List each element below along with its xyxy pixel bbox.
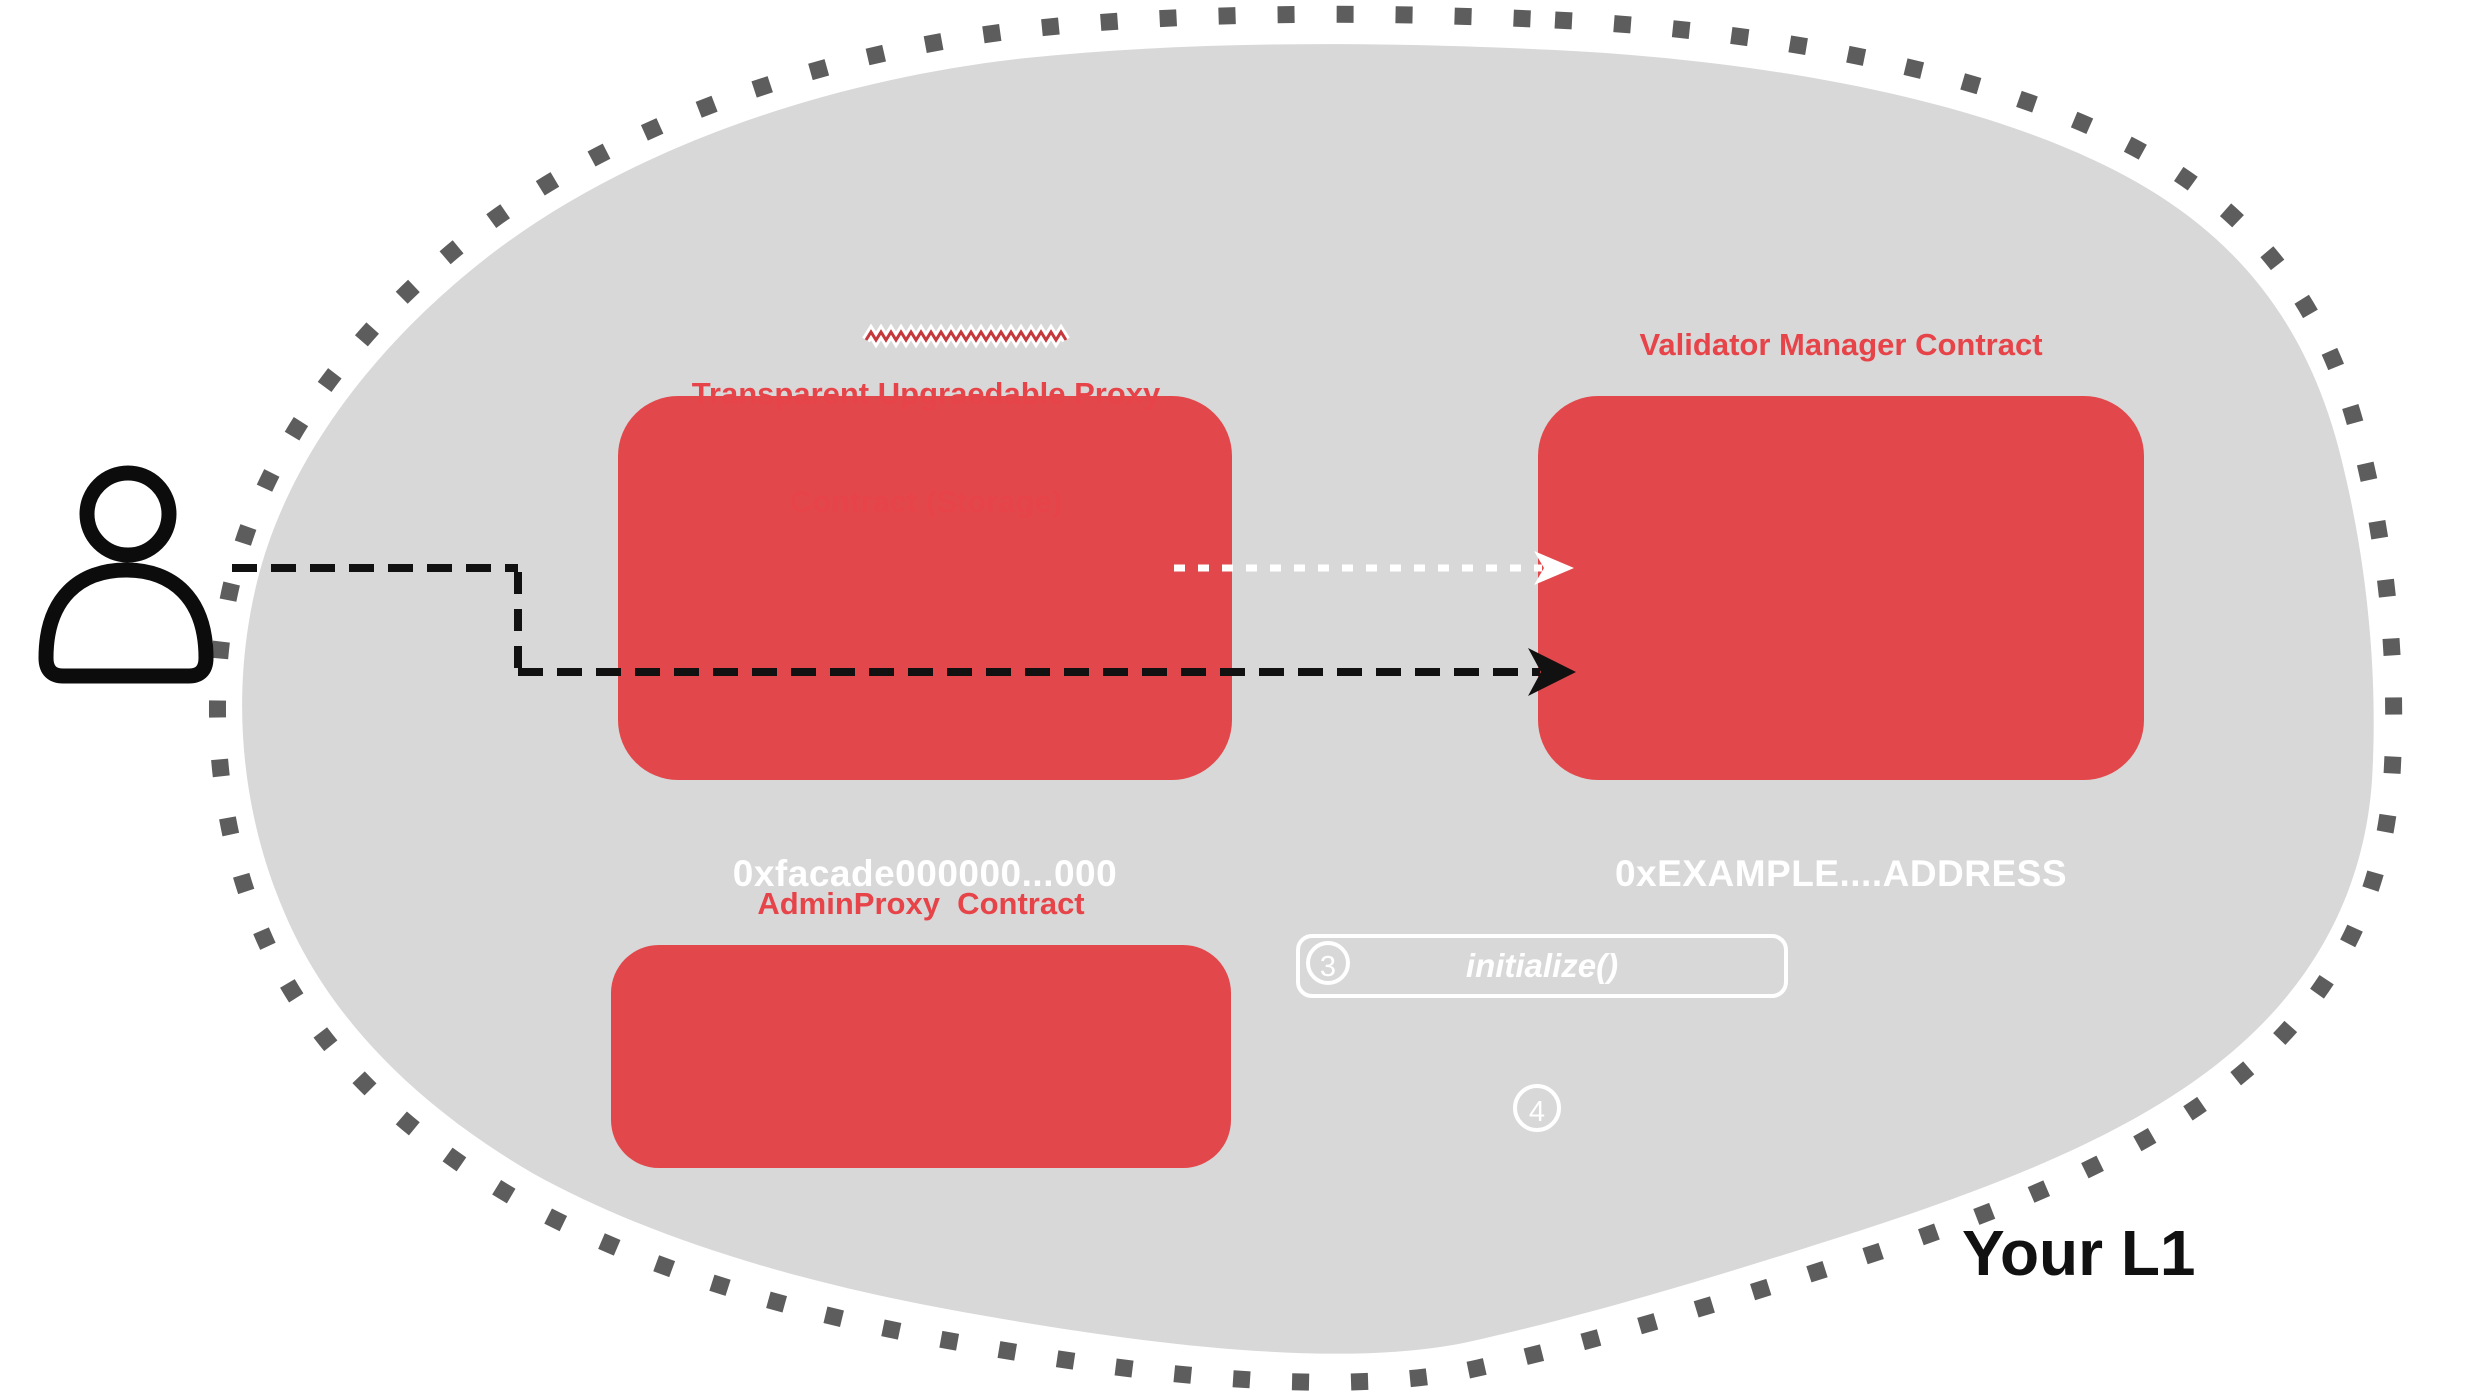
admin-proxy-contract-title: AdminProxy Contract xyxy=(757,886,1085,921)
your-l1-label: Your L1 xyxy=(1962,1217,2196,1289)
step-badge-3: 3 xyxy=(1306,941,1350,985)
proxy-initialize-pill: initialize() xyxy=(1296,934,1788,998)
person-icon-head xyxy=(79,465,177,563)
admin-proxy-contract-box: 0xfacade000000...000 upgradeToAndCall() … xyxy=(611,945,1231,1168)
validator-contract-title: Validator Manager Contract xyxy=(1639,327,2043,362)
step-badge-4: 4 xyxy=(1513,1084,1561,1132)
validator-contract-address: 0xEXAMPLE....ADDRESS xyxy=(1614,853,2068,894)
proxy-contract-title: Transparent Upgraedable Proxy Contract (… xyxy=(620,304,1232,592)
person-icon xyxy=(38,465,214,684)
proxy-initialize-label: initialize() xyxy=(1465,947,1619,984)
person-icon-body xyxy=(38,562,214,684)
validator-contract-box: 0xEXAMPLE....ADDRESS initialize() Initia… xyxy=(1538,396,2144,894)
proxy-contract-title-line2: Contract (Storage) xyxy=(789,484,1063,519)
proxy-contract-title-line1: Transparent Upgraedable Proxy xyxy=(691,376,1161,411)
